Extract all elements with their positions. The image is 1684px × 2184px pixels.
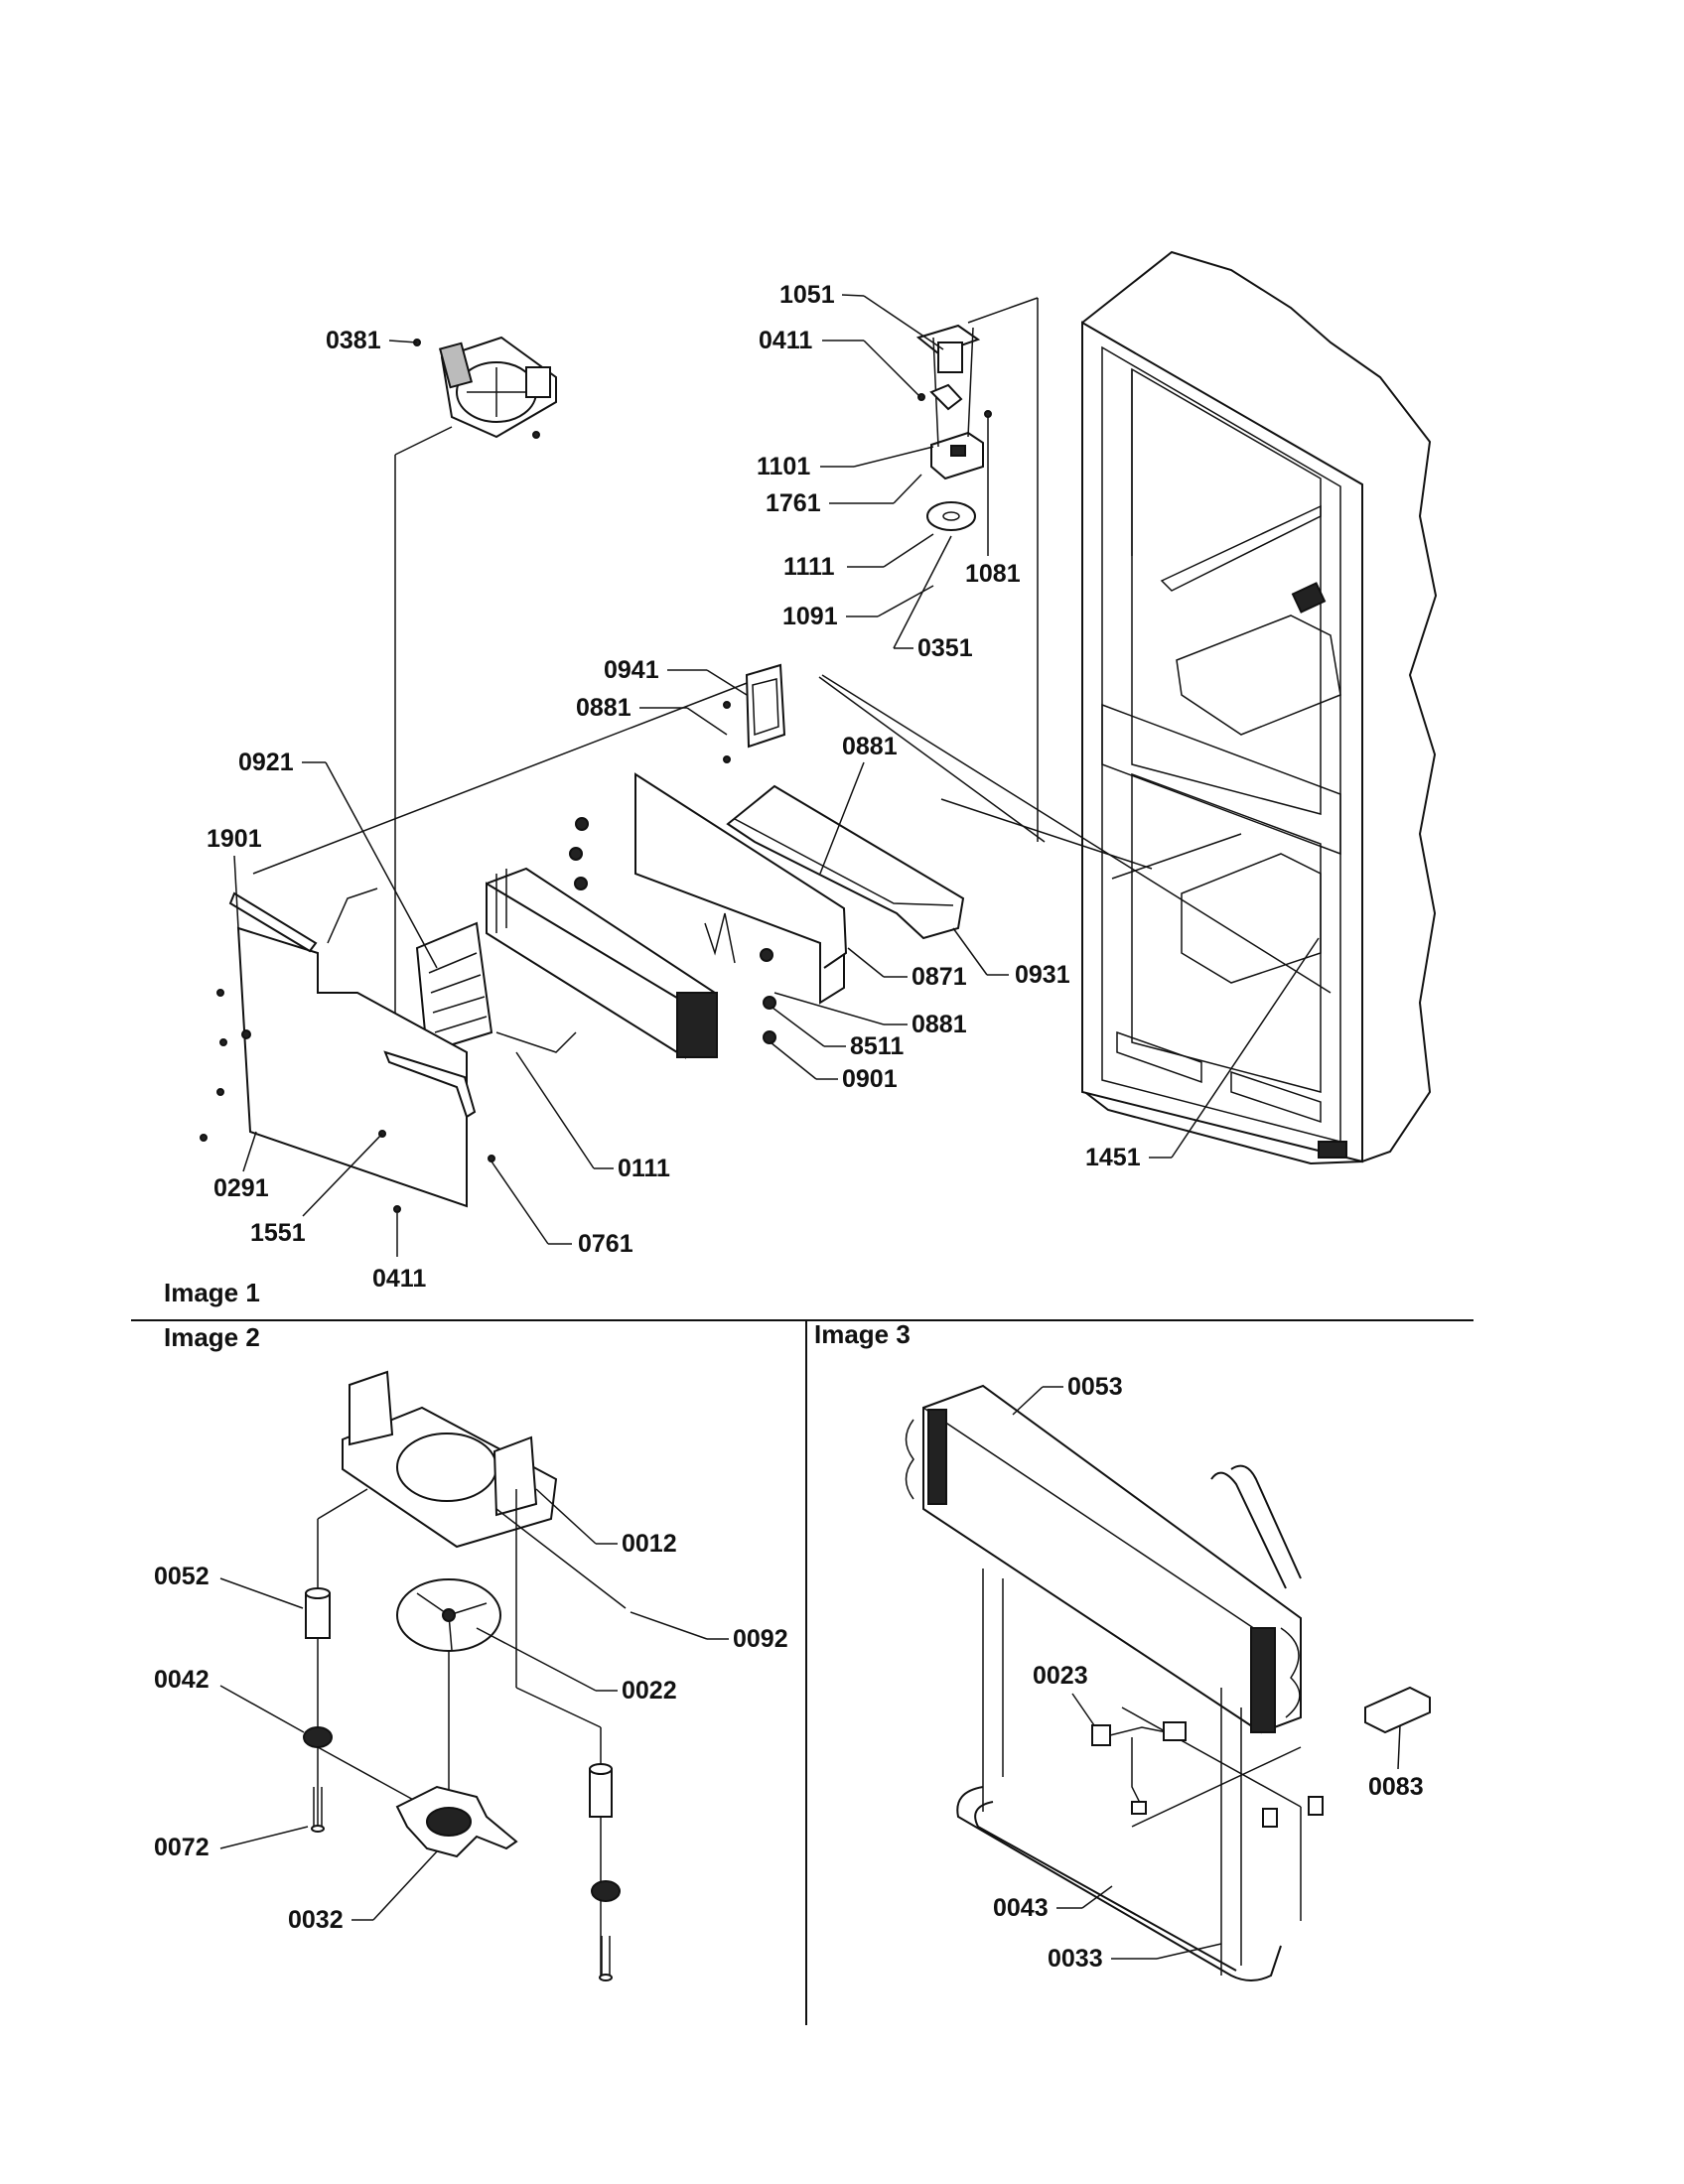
panel-title-image2: Image 2 xyxy=(164,1322,260,1352)
callout-0012: 0012 xyxy=(622,1530,677,1558)
callout-0053: 0053 xyxy=(1067,1373,1123,1401)
damper-control-stack xyxy=(915,324,984,531)
image3-callouts: 0053 0023 0083 0043 0033 xyxy=(993,1373,1424,1973)
image3-drawing xyxy=(905,1384,1431,1981)
callout-1901: 1901 xyxy=(207,825,262,853)
callout-1081: 1081 xyxy=(965,560,1021,588)
callout-0931: 0931 xyxy=(1015,961,1070,989)
callout-0033: 0033 xyxy=(1048,1945,1103,1973)
callout-0381: 0381 xyxy=(326,327,381,354)
callout-0921: 0921 xyxy=(238,749,294,776)
image1-drawing xyxy=(200,250,1438,1213)
callout-0411-top: 0411 xyxy=(759,327,812,354)
panel-title-image1: Image 1 xyxy=(164,1278,260,1307)
callout-0881-a: 0881 xyxy=(576,694,632,722)
cabinet-liner xyxy=(1081,250,1438,1165)
callout-1451: 1451 xyxy=(1085,1144,1141,1171)
back-panel xyxy=(634,772,848,1005)
callout-0092: 0092 xyxy=(733,1625,788,1653)
callout-0022: 0022 xyxy=(622,1677,677,1705)
callout-0042: 0042 xyxy=(154,1666,210,1694)
callout-0023: 0023 xyxy=(1033,1662,1088,1690)
callout-0351: 0351 xyxy=(917,634,973,662)
panel-title-image3: Image 3 xyxy=(814,1319,911,1349)
callout-1091: 1091 xyxy=(782,603,838,630)
front-panel xyxy=(228,891,477,1208)
image2-drawing xyxy=(303,1370,627,1981)
callout-0411-bottom: 0411 xyxy=(372,1265,426,1293)
callout-1111: 1111 xyxy=(783,553,835,581)
callout-0881-c: 0881 xyxy=(912,1011,967,1038)
callout-0111: 0111 xyxy=(618,1155,670,1182)
evap-fan-assembly xyxy=(438,336,557,439)
defrost-heater xyxy=(327,887,577,1054)
callout-1051: 1051 xyxy=(779,281,835,309)
callout-0072: 0072 xyxy=(154,1834,210,1861)
callout-1761: 1761 xyxy=(766,489,821,517)
image2-callouts: 0012 0052 0092 0022 0042 0072 0032 xyxy=(154,1488,788,1934)
evaporator-coil xyxy=(486,867,736,1059)
callout-0901: 0901 xyxy=(842,1065,898,1093)
image1-screws xyxy=(200,339,992,1213)
callout-0941: 0941 xyxy=(604,656,659,684)
callout-0881-b: 0881 xyxy=(842,733,898,760)
callout-0871: 0871 xyxy=(912,963,967,991)
callout-0083: 0083 xyxy=(1368,1773,1424,1801)
callout-0761: 0761 xyxy=(578,1230,633,1258)
callout-1551: 1551 xyxy=(250,1219,306,1247)
evaporator-cover xyxy=(726,784,965,940)
callout-0052: 0052 xyxy=(154,1563,210,1590)
callout-1101: 1101 xyxy=(757,453,810,480)
callout-0291: 0291 xyxy=(213,1174,269,1202)
image1-callouts: 1051 0411 1101 1761 1111 1081 1091 0351 … xyxy=(207,281,1320,1293)
callout-0032: 0032 xyxy=(288,1906,344,1934)
callout-8511: 8511 xyxy=(850,1032,904,1060)
callout-0043: 0043 xyxy=(993,1894,1049,1922)
